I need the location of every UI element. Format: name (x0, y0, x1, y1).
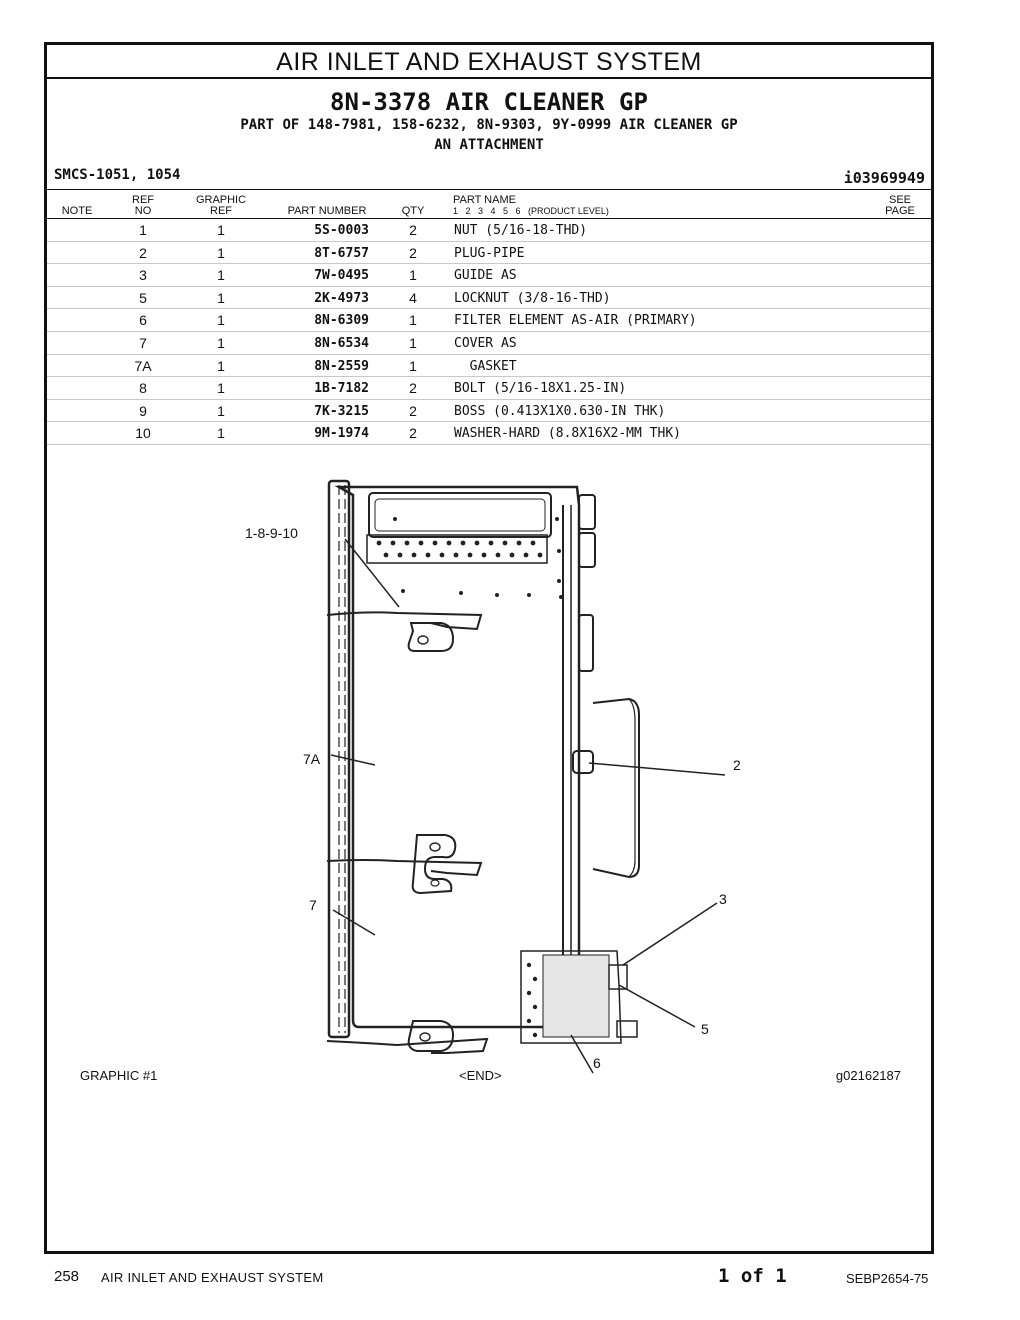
table-row: 3 1 7W-0495 1 GUIDE AS (47, 264, 931, 287)
header-ref-top: REF (132, 194, 154, 206)
quantity: 1 (409, 357, 417, 374)
header-product-levels: 1 2 3 4 5 6 (PRODUCT LEVEL) (453, 206, 609, 216)
part-number: 9M-1974 (314, 426, 369, 442)
part-name: WASHER-HARD (8.8X16X2-MM THK) (454, 426, 681, 442)
air-cleaner-drawing (326, 479, 726, 1074)
ref-number: 6 (139, 312, 147, 329)
part-number: 8T-6757 (314, 245, 369, 261)
table-row: 10 1 9M-1974 2 WASHER-HARD (8.8X16X2-MM … (47, 422, 931, 445)
graphic-ref: 1 (217, 289, 225, 306)
ref-number: 8 (139, 380, 147, 397)
header-ref-bottom: NO (134, 205, 152, 217)
ref-number: 7A (134, 357, 152, 374)
part-name: BOLT (5/16-18X1.25-IN) (454, 381, 627, 397)
quantity: 2 (409, 244, 417, 261)
group-title: 8N-3378 AIR CLEANER GP (330, 88, 648, 116)
table-row: 8 1 1B-7182 2 BOLT (5/16-18X1.25-IN) (47, 377, 931, 400)
air-cleaner-illustration: 1-8-9-10 7A 7 2 3 5 6 (245, 465, 767, 1075)
ref-number: 9 (139, 402, 147, 419)
graphic-ref: 1 (217, 312, 225, 329)
graphic-number: g02162187 (835, 1068, 901, 1083)
ref-number: 3 (139, 267, 147, 284)
graphic-ref: 1 (217, 380, 225, 397)
graphic-ref: 1 (217, 402, 225, 419)
part-of-line: PART OF 148-7981, 158-6232, 8N-9303, 9Y-… (240, 117, 738, 133)
quantity: 2 (409, 402, 417, 419)
part-name: GUIDE AS (454, 268, 517, 284)
header-see-top: SEE (888, 194, 911, 206)
smcs-codes: SMCS-1051, 1054 (54, 167, 181, 183)
document-id: SEBP2654-75 (846, 1271, 929, 1286)
end-label: <END> (459, 1068, 502, 1083)
section-title: AIR INLET AND EXHAUST SYSTEM (47, 45, 931, 79)
header-graphic-top: GRAPHIC (195, 194, 247, 206)
ref-number: 2 (139, 244, 147, 261)
graphic-ref: 1 (217, 267, 225, 284)
header-note: NOTE (61, 205, 93, 217)
callout-1-8-9-10: 1-8-9-10 (245, 525, 298, 541)
table-row: 5 1 2K-4973 4 LOCKNUT (3/8-16-THD) (47, 287, 931, 310)
graphic-ref: 1 (217, 244, 225, 261)
header-graphic-bottom: REF (210, 205, 232, 217)
part-name: GASKET (454, 358, 517, 374)
part-name: NUT (5/16-18-THD) (454, 223, 588, 238)
graphic-label: GRAPHIC #1 (80, 1068, 158, 1083)
header-divider (47, 218, 931, 219)
callout-6: 6 (593, 1055, 601, 1071)
ref-number: 7 (139, 334, 147, 351)
quantity: 1 (409, 267, 417, 284)
part-name: LOCKNUT (3/8-16-THD) (454, 290, 611, 306)
header-qty: QTY (401, 205, 425, 217)
ref-number: 5 (139, 289, 147, 306)
quantity: 2 (409, 222, 417, 238)
table-row: 7A 1 8N-2559 1 GASKET (47, 355, 931, 378)
part-number: 1B-7182 (314, 381, 369, 397)
part-name: FILTER ELEMENT AS-AIR (PRIMARY) (454, 313, 697, 329)
parts-table: 1 1 5S-0003 2 NUT (5/16-18-THD) 2 1 8T-6… (47, 219, 931, 445)
attachment-line: AN ATTACHMENT (434, 137, 544, 153)
ref-number: 1 (139, 222, 147, 238)
header-part-name: PART NAME (453, 194, 516, 206)
callout-7a: 7A (303, 751, 321, 767)
callout-3: 3 (719, 891, 727, 907)
callout-7: 7 (309, 897, 317, 913)
page-count: 1 of 1 (718, 1265, 787, 1287)
callout-2: 2 (733, 757, 741, 773)
divider (47, 189, 931, 190)
graphic-ref: 1 (217, 222, 225, 238)
part-name: PLUG-PIPE (454, 245, 525, 261)
part-name: BOSS (0.413X1X0.630-IN THK) (454, 403, 666, 419)
graphic-ref: 1 (217, 357, 225, 374)
part-number: 8N-2559 (314, 358, 369, 374)
table-row: 6 1 8N-6309 1 FILTER ELEMENT AS-AIR (PRI… (47, 309, 931, 332)
table-row: 1 1 5S-0003 2 NUT (5/16-18-THD) (47, 219, 931, 242)
part-number: 5S-0003 (314, 223, 369, 238)
page-frame: AIR INLET AND EXHAUST SYSTEM 8N-3378 AIR… (44, 42, 934, 1254)
quantity: 1 (409, 312, 417, 329)
illustration-id: i03969949 (843, 169, 925, 187)
quantity: 4 (409, 289, 417, 306)
graphic-ref: 1 (217, 425, 225, 442)
page-number: 258 (54, 1268, 80, 1285)
quantity: 2 (409, 425, 417, 442)
footer-title: AIR INLET AND EXHAUST SYSTEM (101, 1270, 324, 1285)
part-name: COVER AS (454, 335, 517, 351)
table-row: 9 1 7K-3215 2 BOSS (0.413X1X0.630-IN THK… (47, 400, 931, 423)
part-number: 8N-6309 (314, 313, 369, 329)
part-number: 2K-4973 (314, 290, 369, 306)
graphic-ref: 1 (217, 334, 225, 351)
quantity: 2 (409, 380, 417, 397)
part-number: 8N-6534 (314, 335, 369, 351)
ref-number: 10 (135, 425, 151, 442)
callout-5: 5 (701, 1021, 709, 1037)
table-row: 7 1 8N-6534 1 COVER AS (47, 332, 931, 355)
table-row: 2 1 8T-6757 2 PLUG-PIPE (47, 242, 931, 265)
header-part-number: PART NUMBER (287, 205, 367, 217)
header-see-bottom: PAGE (885, 205, 915, 217)
quantity: 1 (409, 334, 417, 351)
part-number: 7K-3215 (314, 403, 369, 419)
part-number: 7W-0495 (314, 268, 369, 284)
